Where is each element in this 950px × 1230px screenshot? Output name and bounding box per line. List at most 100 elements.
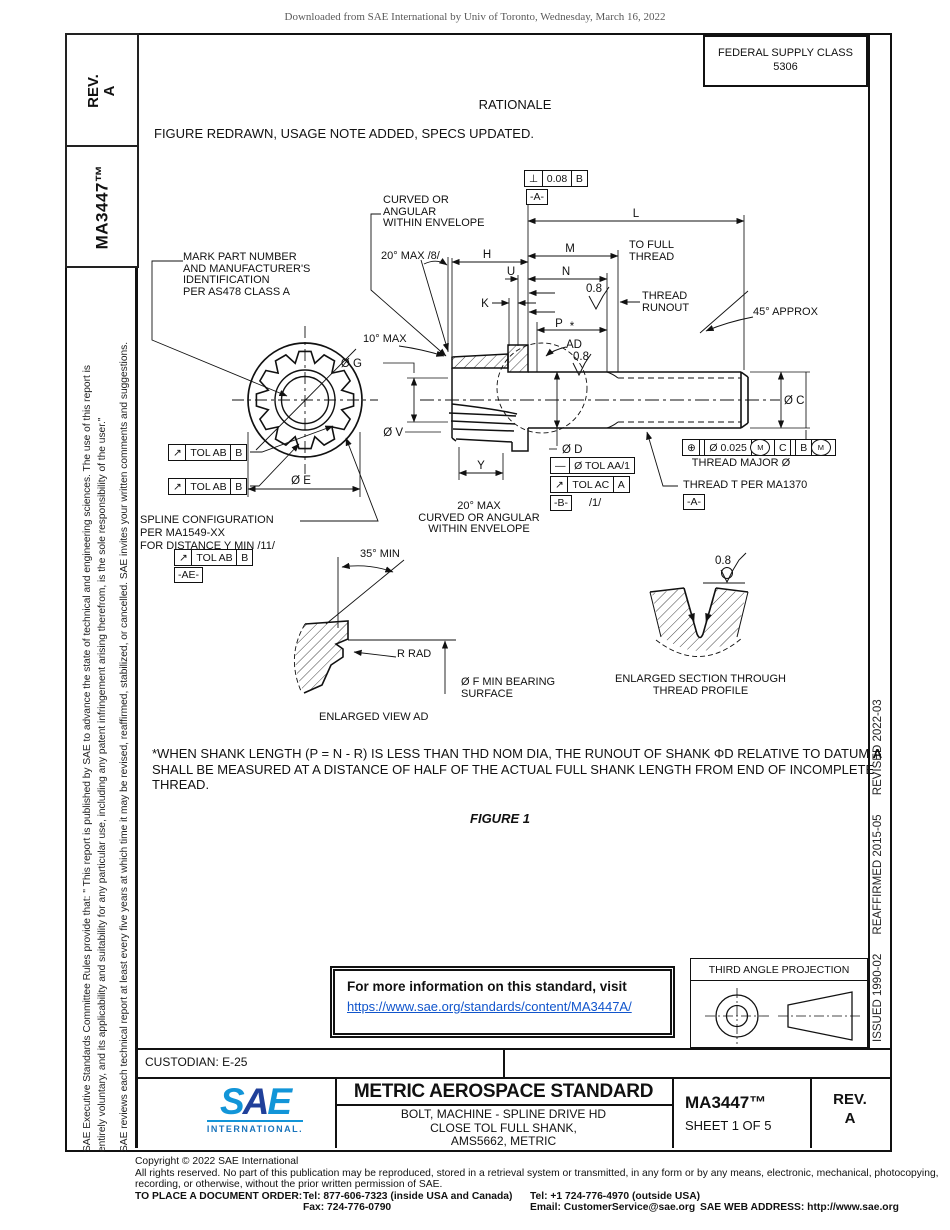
thread-major-label: THREAD MAJOR Ø xyxy=(691,457,791,469)
perpendicularity-icon: ⊥ xyxy=(524,170,544,187)
to-full-thread-line1: TO FULL xyxy=(629,239,675,251)
svg-text:Ø G: Ø G xyxy=(341,358,362,370)
rev-box-value: A xyxy=(100,85,118,97)
enlarged-thread-line1: ENLARGED SECTION THROUGH xyxy=(615,673,786,685)
order-label: TO PLACE A DOCUMENT ORDER: xyxy=(135,1190,303,1202)
enlarged-thread-line2: THREAD PROFILE xyxy=(652,684,749,697)
straightness-icon: — xyxy=(550,457,571,474)
mark-part-line1: MARK PART NUMBER xyxy=(183,251,297,263)
mark-part-line4: PER AS478 CLASS A xyxy=(183,285,291,298)
svg-text:K: K xyxy=(481,298,489,310)
spline-config-line2: PER MA1549-XX xyxy=(140,526,225,539)
right-strip-line xyxy=(868,33,870,1048)
rev-cell-divider xyxy=(810,1077,812,1148)
rationale-text: FIGURE REDRAWN, USAGE NOTE ADDED, SPECS … xyxy=(154,126,534,141)
title-block-rev: REV. A xyxy=(810,1090,890,1128)
spline-config-note: SPLINE CONFIGURATION PER MA1549-XX FOR D… xyxy=(140,514,275,552)
rev-box-title: REV. xyxy=(84,74,102,108)
mmc-icon: M xyxy=(810,439,831,456)
fax-number: Fax: 724-776-0790 xyxy=(303,1202,392,1214)
email-address: Email: CustomerService@sae.org xyxy=(530,1202,696,1214)
thread-t-label: THREAD T PER MA1370 xyxy=(683,479,808,491)
enlarged-view-ad-caption: ENLARGED VIEW AD xyxy=(319,711,429,723)
subtitle-line2: CLOSE TOL FULL SHANK, xyxy=(430,1120,577,1135)
fcf-perp-datum: B xyxy=(570,170,588,187)
sae-logo-text: SAE xyxy=(190,1083,320,1120)
detail-ad-circle xyxy=(496,342,588,434)
roughness-symbols xyxy=(572,286,747,584)
f-min-label: Ø F MIN BEARING SURFACE xyxy=(461,676,556,700)
subtitle-line1: BOLT, MACHINE - SPLINE DRIVE HD xyxy=(400,1107,607,1121)
datum-ae-flag: -AE- xyxy=(174,567,203,583)
runout-icon: ↗ xyxy=(168,478,187,495)
curved-env-line1: CURVED OR xyxy=(383,194,449,206)
svg-text:M: M xyxy=(565,243,575,255)
rev-box-text: REV. A xyxy=(84,74,118,108)
bolt-head-section xyxy=(448,342,588,452)
doc-number-box: MA3447™ xyxy=(65,145,139,268)
fcf-pos-datum1: C xyxy=(774,439,792,456)
more-info-box: For more information on this standard, v… xyxy=(330,966,675,1038)
svg-text:0.8: 0.8 xyxy=(586,283,602,295)
curved-env-line2: ANGULAR xyxy=(383,205,437,218)
datum-a-flag-2: -A- xyxy=(683,494,705,510)
svg-text:0.8: 0.8 xyxy=(573,351,589,363)
leader-lines xyxy=(151,213,807,658)
deg10-label: 10° MAX xyxy=(363,333,407,345)
flag-note-1: /1/ xyxy=(589,497,602,509)
svg-text:AD: AD xyxy=(566,339,582,351)
fcf-runout3-datum: B xyxy=(236,549,254,566)
deg35-label: 35° MIN xyxy=(360,548,400,560)
rights-line2: recording, or otherwise, without the pri… xyxy=(135,1179,443,1191)
svg-text:N: N xyxy=(562,266,570,278)
svg-text:0.8: 0.8 xyxy=(715,555,731,567)
title-block-rev-label: REV. xyxy=(833,1091,867,1108)
thread-runout-line1: THREAD xyxy=(642,290,688,302)
mark-part-line3: IDENTIFICATION xyxy=(183,274,270,286)
to-full-thread-label: TO FULL THREAD xyxy=(629,239,675,263)
title-block-doc-number: MA3447™ xyxy=(685,1093,767,1112)
svg-text:Ø C: Ø C xyxy=(784,395,804,407)
standard-type-title: METRIC AEROSPACE STANDARD xyxy=(353,1081,654,1102)
doc-number-text: MA3447™ xyxy=(92,164,112,249)
standard-link[interactable]: https://www.sae.org/standards/content/MA… xyxy=(347,999,632,1014)
svg-text:*: * xyxy=(570,321,575,333)
svg-text:Ø D: Ø D xyxy=(562,444,582,456)
copyright-line: Copyright © 2022 SAE International xyxy=(135,1156,299,1167)
fcf-runout2-tol: TOL AB xyxy=(185,478,232,495)
svg-text:U: U xyxy=(507,266,515,278)
rationale-title: RATIONALE xyxy=(478,97,552,112)
datum-a-flag: -A- xyxy=(526,189,548,205)
svg-text:Ø E: Ø E xyxy=(291,475,311,487)
svg-text:Ø V: Ø V xyxy=(383,427,403,439)
fsc-value: 5306 xyxy=(773,61,798,73)
svg-text:L: L xyxy=(633,208,640,220)
disclaimer-line-3: SAE reviews each technical report at lea… xyxy=(119,341,130,1152)
fcf-runout3-tol: TOL AB xyxy=(191,549,238,566)
title-cell-divider xyxy=(672,1077,674,1148)
mark-part-note: MARK PART NUMBER AND MANUFACTURER'S IDEN… xyxy=(183,251,310,298)
logo-letter-a: A xyxy=(242,1081,270,1122)
svg-text:Y: Y xyxy=(477,460,485,472)
enlarged-view-ad xyxy=(293,557,456,694)
disclaimer-line-2: entirely voluntary, and its applicabilit… xyxy=(96,417,108,1152)
custodian-divider xyxy=(503,1048,505,1077)
logo-letter-e: E xyxy=(267,1081,292,1122)
figure-caption: FIGURE 1 xyxy=(470,811,530,826)
deg20-bottom-note: 20° MAX CURVED OR ANGULAR WITHIN ENVELOP… xyxy=(418,500,540,536)
f-min-line1: Ø F MIN BEARING xyxy=(461,676,556,688)
federal-supply-class-box: FEDERAL SUPPLY CLASS 5306 xyxy=(703,35,868,87)
svg-text:H: H xyxy=(483,249,491,261)
sae-logo: SAE INTERNATIONAL. xyxy=(190,1083,320,1137)
logo-cell-divider xyxy=(335,1077,337,1148)
reaffirmed-date: REAFFIRMED 2015-05 xyxy=(872,814,884,935)
deg20-bot-line1: 20° MAX xyxy=(457,500,501,512)
web-address: SAE WEB ADDRESS: http://www.sae.org xyxy=(700,1202,899,1214)
fcf-runout2-datum: B xyxy=(230,478,248,495)
custodian-row-top-line xyxy=(135,1048,890,1050)
to-full-thread-line2: THREAD xyxy=(629,250,675,263)
